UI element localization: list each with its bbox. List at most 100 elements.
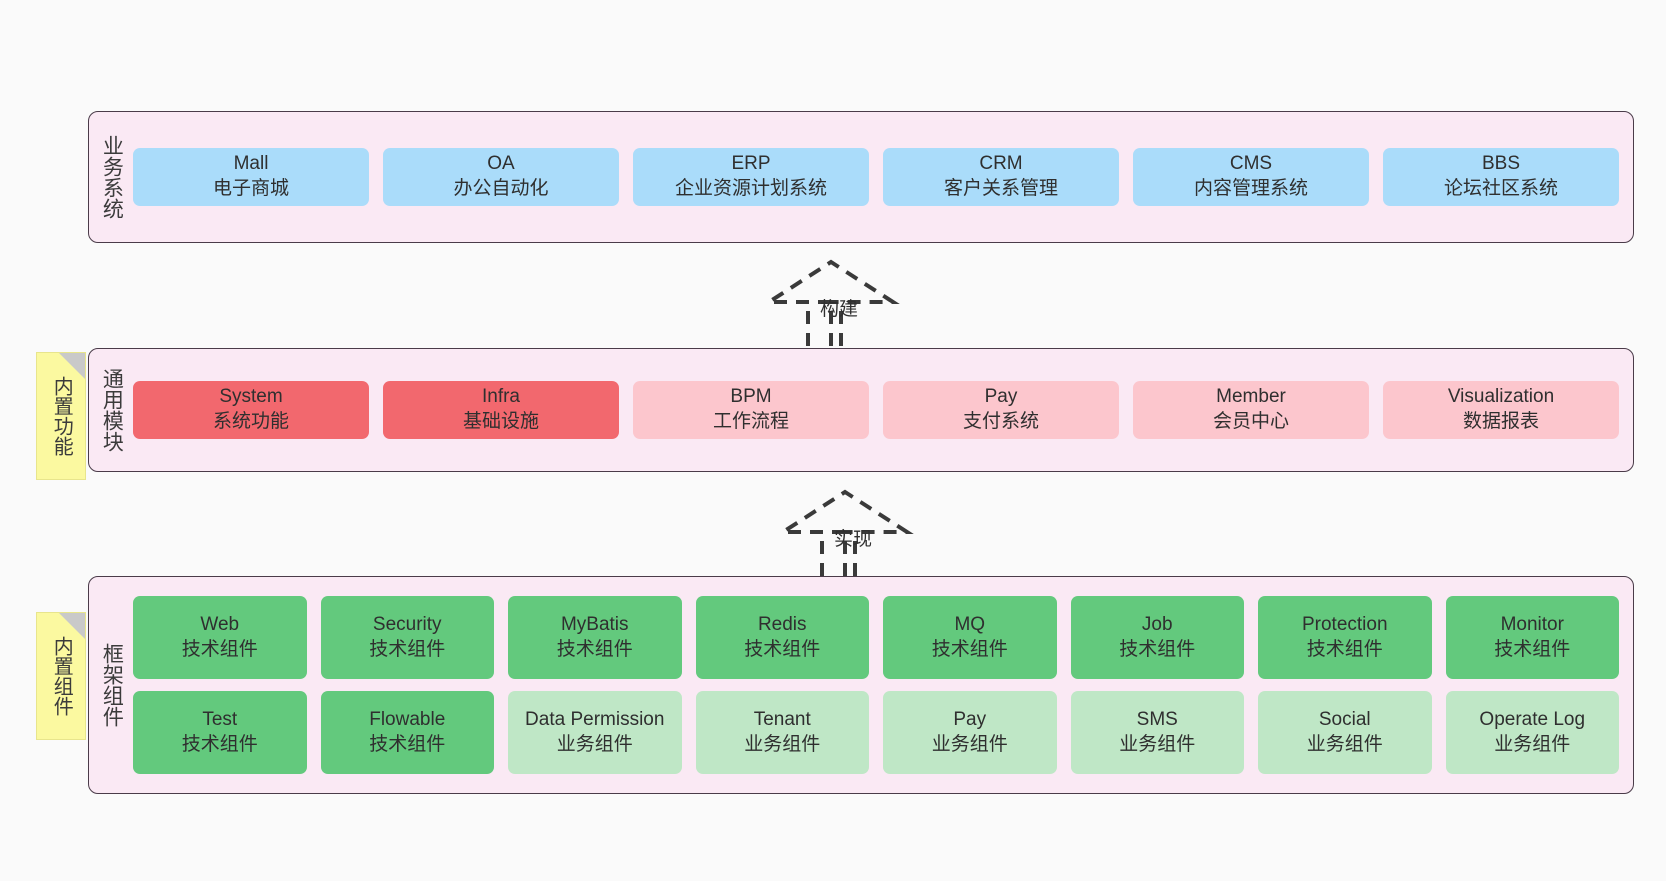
layer-framework-components-body: Web 技术组件 Security 技术组件 MyBatis 技术组件 Redi… bbox=[133, 577, 1633, 793]
card-mybatis-title: MyBatis bbox=[560, 613, 629, 635]
card-visualization-subtitle: 数据报表 bbox=[1462, 411, 1539, 432]
card-oa-title: OA bbox=[487, 153, 515, 175]
layer-framework-components-label: 框架组件 bbox=[100, 643, 124, 727]
card-cms[interactable]: CMS 内容管理系统 bbox=[1133, 148, 1369, 206]
card-redis-title: Redis bbox=[757, 613, 807, 635]
card-mq-subtitle: 技术组件 bbox=[931, 638, 1008, 660]
card-mq-title: MQ bbox=[954, 613, 986, 635]
card-system-subtitle: 系统功能 bbox=[212, 411, 289, 432]
card-bbs-title: BBS bbox=[1481, 153, 1521, 175]
card-monitor-title: Monitor bbox=[1500, 613, 1564, 635]
card-data-permission[interactable]: Data Permission 业务组件 bbox=[508, 691, 682, 774]
layer-business-systems-body: Mall 电子商城 OA 办公自动化 ERP 企业资源计划系统 CRM 客户关系… bbox=[133, 112, 1633, 242]
connector-implement-label: 实现 bbox=[834, 529, 873, 550]
card-tenant-subtitle: 业务组件 bbox=[744, 733, 821, 755]
card-member-title: Member bbox=[1216, 386, 1286, 408]
note-fold-corner-icon bbox=[59, 353, 85, 379]
card-operate-log[interactable]: Operate Log 业务组件 bbox=[1445, 691, 1619, 774]
card-cms-subtitle: 内容管理系统 bbox=[1193, 178, 1308, 199]
card-monitor-subtitle: 技术组件 bbox=[1494, 638, 1571, 660]
card-cms-title: CMS bbox=[1229, 153, 1273, 175]
card-oa-subtitle: 办公自动化 bbox=[453, 178, 549, 199]
layer-business-systems: 业务系统 Mall 电子商城 OA 办公自动化 ERP 企业资源计划系统 CRM… bbox=[88, 111, 1634, 243]
card-system[interactable]: System 系统功能 bbox=[133, 381, 369, 439]
layer-common-modules: 通用模块 System 系统功能 Infra 基础设施 BPM 工作流程 Pay… bbox=[88, 348, 1634, 472]
framework-business-row: Test 技术组件 Flowable 技术组件 Data Permission … bbox=[133, 691, 1619, 774]
card-pay-component-subtitle: 业务组件 bbox=[931, 733, 1008, 755]
card-flowable-subtitle: 技术组件 bbox=[369, 733, 446, 755]
card-member[interactable]: Member 会员中心 bbox=[1133, 381, 1369, 439]
card-oa[interactable]: OA 办公自动化 bbox=[383, 148, 619, 206]
card-security-title: Security bbox=[372, 613, 442, 635]
card-job-subtitle: 技术组件 bbox=[1119, 638, 1196, 660]
card-visualization-title: Visualization bbox=[1447, 386, 1555, 408]
card-infra-subtitle: 基础设施 bbox=[462, 411, 539, 432]
card-pay-component-title: Pay bbox=[953, 708, 987, 730]
card-pay-component[interactable]: Pay 业务组件 bbox=[883, 691, 1057, 774]
card-crm-title: CRM bbox=[979, 153, 1023, 175]
card-sms-subtitle: 业务组件 bbox=[1119, 733, 1196, 755]
card-social[interactable]: Social 业务组件 bbox=[1258, 691, 1432, 774]
note-builtin-components: 内置组件 bbox=[36, 612, 86, 740]
card-protection[interactable]: Protection 技术组件 bbox=[1258, 596, 1432, 679]
card-bpm-title: BPM bbox=[730, 386, 772, 408]
card-bbs[interactable]: BBS 论坛社区系统 bbox=[1383, 148, 1619, 206]
card-monitor[interactable]: Monitor 技术组件 bbox=[1445, 596, 1619, 679]
card-redis[interactable]: Redis 技术组件 bbox=[695, 596, 869, 679]
card-mq[interactable]: MQ 技术组件 bbox=[883, 596, 1057, 679]
card-pay-module-subtitle: 支付系统 bbox=[962, 411, 1039, 432]
card-mall-subtitle: 电子商城 bbox=[212, 178, 289, 199]
card-erp-subtitle: 企业资源计划系统 bbox=[674, 178, 827, 199]
card-sms-title: SMS bbox=[1136, 708, 1178, 730]
layer-common-modules-body: System 系统功能 Infra 基础设施 BPM 工作流程 Pay 支付系统… bbox=[133, 349, 1633, 471]
card-test-subtitle: 技术组件 bbox=[181, 733, 258, 755]
card-security-subtitle: 技术组件 bbox=[369, 638, 446, 660]
connector-implement: 实现 bbox=[770, 488, 920, 576]
note-builtin-features: 内置功能 bbox=[36, 352, 86, 480]
card-pay-module[interactable]: Pay 支付系统 bbox=[883, 381, 1119, 439]
card-system-title: System bbox=[219, 386, 283, 408]
card-web-subtitle: 技术组件 bbox=[181, 638, 258, 660]
note-fold-corner-icon bbox=[59, 613, 85, 639]
card-security[interactable]: Security 技术组件 bbox=[320, 596, 494, 679]
card-tenant[interactable]: Tenant 业务组件 bbox=[695, 691, 869, 774]
common-modules-row: System 系统功能 Infra 基础设施 BPM 工作流程 Pay 支付系统… bbox=[133, 381, 1619, 439]
card-redis-subtitle: 技术组件 bbox=[744, 638, 821, 660]
card-protection-title: Protection bbox=[1301, 613, 1388, 635]
card-protection-subtitle: 技术组件 bbox=[1306, 638, 1383, 660]
card-data-permission-title: Data Permission bbox=[525, 708, 665, 730]
card-erp-title: ERP bbox=[731, 153, 771, 175]
card-mybatis-subtitle: 技术组件 bbox=[556, 638, 633, 660]
card-sms[interactable]: SMS 业务组件 bbox=[1070, 691, 1244, 774]
card-operate-log-title: Operate Log bbox=[1479, 708, 1586, 730]
card-flowable-title: Flowable bbox=[369, 708, 446, 730]
business-systems-row: Mall 电子商城 OA 办公自动化 ERP 企业资源计划系统 CRM 客户关系… bbox=[133, 148, 1619, 206]
generalization-arrow-icon bbox=[776, 489, 914, 576]
card-crm-subtitle: 客户关系管理 bbox=[943, 178, 1058, 199]
framework-tech-row: Web 技术组件 Security 技术组件 MyBatis 技术组件 Redi… bbox=[133, 596, 1619, 679]
card-visualization[interactable]: Visualization 数据报表 bbox=[1383, 381, 1619, 439]
card-crm[interactable]: CRM 客户关系管理 bbox=[883, 148, 1119, 206]
card-test[interactable]: Test 技术组件 bbox=[133, 691, 307, 774]
card-erp[interactable]: ERP 企业资源计划系统 bbox=[633, 148, 869, 206]
card-social-title: Social bbox=[1318, 708, 1371, 730]
card-flowable[interactable]: Flowable 技术组件 bbox=[320, 691, 494, 774]
card-web-title: Web bbox=[200, 613, 240, 635]
card-mall[interactable]: Mall 电子商城 bbox=[133, 148, 369, 206]
note-builtin-components-label: 内置组件 bbox=[50, 636, 73, 716]
generalization-arrow-icon bbox=[762, 259, 900, 346]
card-tenant-title: Tenant bbox=[753, 708, 811, 730]
card-bbs-subtitle: 论坛社区系统 bbox=[1443, 178, 1558, 199]
note-builtin-features-label: 内置功能 bbox=[50, 376, 73, 456]
card-infra[interactable]: Infra 基础设施 bbox=[383, 381, 619, 439]
card-bpm-subtitle: 工作流程 bbox=[712, 411, 789, 432]
layer-business-systems-label: 业务系统 bbox=[100, 135, 124, 219]
card-infra-title: Infra bbox=[481, 386, 521, 408]
card-job-title: Job bbox=[1141, 613, 1173, 635]
card-mybatis[interactable]: MyBatis 技术组件 bbox=[508, 596, 682, 679]
card-mall-title: Mall bbox=[233, 153, 269, 175]
connector-build-label: 构建 bbox=[820, 299, 859, 320]
card-web[interactable]: Web 技术组件 bbox=[133, 596, 307, 679]
card-job[interactable]: Job 技术组件 bbox=[1070, 596, 1244, 679]
card-bpm[interactable]: BPM 工作流程 bbox=[633, 381, 869, 439]
